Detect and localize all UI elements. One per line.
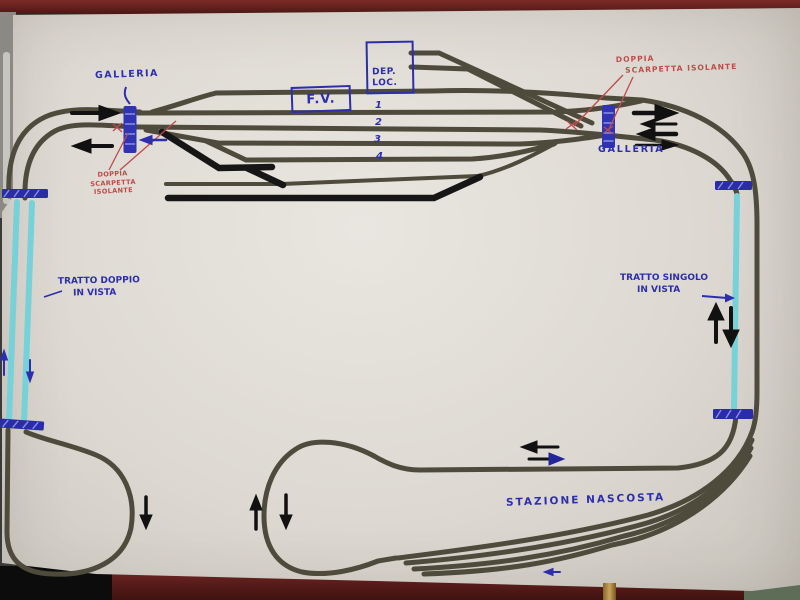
pointer-tratto-doppio: [43, 290, 63, 298]
track-siding-rejoin: [476, 141, 558, 178]
visible-double-track-left-1: [6, 199, 20, 425]
track-left-inner-climb: [22, 122, 143, 201]
depot-label-line1: DEP.: [372, 67, 397, 78]
track-hidden-station-4: [421, 453, 753, 577]
tunnel-portal-left-top: [2, 189, 48, 198]
track-siding-connector: [280, 174, 480, 186]
arrow-up-blue-left-edge: [0, 348, 9, 376]
arrow-right-small-right-station: [634, 139, 680, 151]
arrow-down-blue-left-edge: [25, 359, 35, 384]
label-insulated-joint-left: DOPPIA SCARPETTA ISOLANTE: [90, 169, 136, 197]
arrow-left-big-right-station: [635, 126, 679, 142]
track-depot-stub-1: [408, 50, 595, 126]
track-number-2: 2: [375, 117, 382, 128]
red-pointer-left-1: [108, 132, 129, 171]
label-insulated-joint-right: DOPPIA SCARPETTA ISOLANTE: [615, 53, 738, 75]
loco-depot-box: DEP. LOC.: [365, 40, 415, 95]
red-x-mark-right-1: [565, 120, 578, 131]
track-depot-stub-2: [408, 64, 584, 129]
arrow-up-center-balloon: [249, 493, 263, 531]
track-station-2: [135, 124, 609, 138]
arrow-right-left-station: [70, 104, 122, 122]
arrow-left-blue-after-tunnel: [138, 134, 168, 146]
arrow-left-blue-hidden-station: [542, 567, 561, 577]
pointer-galleria-left: [123, 86, 131, 105]
arrow-right-center-connector: [527, 452, 566, 466]
siding-black-diagonal-2: [243, 164, 287, 189]
track-number-1: 1: [375, 100, 382, 111]
arrow-down-left-balloon: [139, 495, 153, 531]
red-x-mark-right-2: [603, 125, 614, 135]
tunnel-portal-right-top: [715, 181, 752, 190]
pointer-tratto-singolo: [701, 293, 735, 303]
track-hidden-connector: [371, 413, 739, 473]
track-hidden-station-2: [403, 437, 755, 566]
arrow-right-big-right-station: [631, 103, 680, 123]
arrow-down-right-edge: [722, 306, 740, 349]
label-double-track-visible: TRATTO DOPPIO IN VISTA: [57, 275, 140, 299]
red-pointer-right-2: [608, 76, 634, 130]
label-single-track-visible: TRATTO SINGOLO IN VISTA: [620, 273, 709, 296]
siding-black-diagonal-1: [158, 128, 276, 172]
arrow-down-center-balloon: [279, 493, 293, 531]
station-building-box: F.V.: [290, 84, 352, 114]
paper-curl-left: [3, 52, 10, 204]
arrow-left-left-station: [70, 138, 114, 154]
galleria-bar-right: [602, 105, 615, 148]
tunnel-portal-right-bottom: [713, 409, 753, 419]
depot-label-line2: LOC.: [372, 78, 398, 89]
tunnel-portal-left-bottom: [0, 418, 45, 431]
track-hidden-station-1: [395, 429, 755, 561]
arrow-up-right-edge: [707, 301, 725, 344]
red-x-mark-left: [112, 122, 123, 133]
arrow-left-small-right-station: [639, 118, 678, 130]
track-main-outer-loop: [149, 88, 760, 435]
track-left-balloon-loop: [4, 427, 135, 577]
table-object-bottom: [603, 583, 616, 600]
track-number-4: 4: [376, 151, 383, 162]
red-pointer-right-1: [573, 74, 624, 127]
siding-black-long: [164, 173, 484, 202]
red-pointer-left-2: [119, 120, 177, 171]
arrow-left-center-connector: [519, 440, 560, 454]
track-station-4: [203, 138, 557, 163]
track-number-3: 3: [374, 134, 381, 145]
track-center-balloon-loop: [261, 439, 399, 577]
label-galleria-left: GALLERIA: [94, 67, 160, 82]
visible-double-track-left-2: [21, 200, 35, 426]
galleria-bar-left: [123, 106, 137, 153]
visible-single-track-right: [731, 193, 740, 411]
track-hidden-station-3: [411, 445, 754, 572]
label-galleria-right: GALLERIA: [598, 144, 665, 155]
